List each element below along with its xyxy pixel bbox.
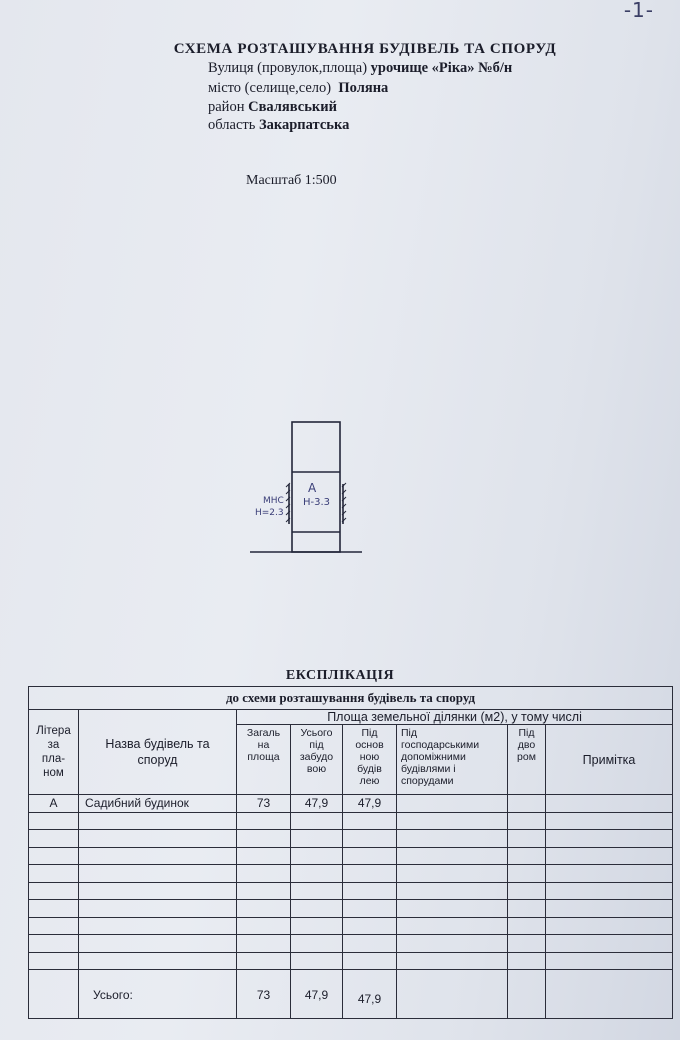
district-line: район Свалявський bbox=[208, 99, 337, 116]
header-note: Примітка bbox=[544, 724, 674, 795]
building-letter: А bbox=[308, 481, 317, 495]
district-label: район bbox=[208, 99, 245, 115]
total-built-sum: 47,9 bbox=[290, 969, 343, 1019]
explication-table: до схеми розташування будівель та споруд… bbox=[27, 686, 674, 1019]
region-label: область bbox=[208, 117, 256, 133]
total-area-sum: 73 bbox=[236, 969, 291, 1019]
street-line: Вулиця (провулок,площа) урочище «Ріка» №… bbox=[208, 60, 512, 77]
site-plan-drawing: А H-3.3 МНС H=2.3 bbox=[250, 421, 362, 553]
table-row-empty bbox=[28, 951, 674, 970]
scale-label: Масштаб 1:500 bbox=[246, 173, 337, 188]
explication-title: ЕКСПЛІКАЦІЯ bbox=[285, 668, 395, 683]
region-line: область Закарпатська bbox=[208, 117, 349, 134]
table-row-empty bbox=[28, 899, 674, 918]
table-row-empty bbox=[28, 829, 674, 848]
region-value: Закарпатська bbox=[258, 117, 350, 133]
table-row-empty bbox=[28, 881, 674, 900]
page-number: -1- bbox=[623, 0, 654, 22]
annex-label: МНС bbox=[263, 496, 284, 506]
hatching bbox=[285, 482, 347, 523]
total-row: Усього: 73 47,9 47,9 bbox=[28, 969, 674, 1019]
header-area-group: Площа земельної ділянки (м2), у тому чис… bbox=[235, 709, 674, 725]
annex-height: H=2.3 bbox=[255, 508, 284, 518]
city-value: Поляна bbox=[338, 80, 389, 96]
table-row-empty bbox=[28, 864, 674, 883]
table-row-empty bbox=[28, 811, 674, 830]
table-row-empty bbox=[28, 934, 674, 953]
table-row-empty bbox=[28, 846, 674, 865]
total-label: Усього: bbox=[78, 969, 237, 1019]
street-label: Вулиця (провулок,площа) bbox=[208, 60, 368, 76]
total-under-buildings-sum: 47,9 bbox=[342, 969, 397, 1019]
city-line: місто (селище,село) Поляна bbox=[208, 80, 388, 97]
district-value: Свалявський bbox=[248, 99, 337, 115]
table-row-empty bbox=[28, 916, 674, 935]
explication-subtitle: до схеми розташування будівель та споруд bbox=[27, 686, 674, 710]
city-label: місто (селище,село) bbox=[208, 80, 332, 96]
building-height: H-3.3 bbox=[303, 497, 330, 508]
document-title: СХЕМА РОЗТАШУВАННЯ БУДІВЕЛЬ ТА СПОРУД bbox=[173, 41, 557, 57]
street-value: урочище «Ріка» №б/н bbox=[370, 60, 513, 76]
table-row: А Садибний будинок 73 47,9 47,9 bbox=[28, 794, 674, 813]
